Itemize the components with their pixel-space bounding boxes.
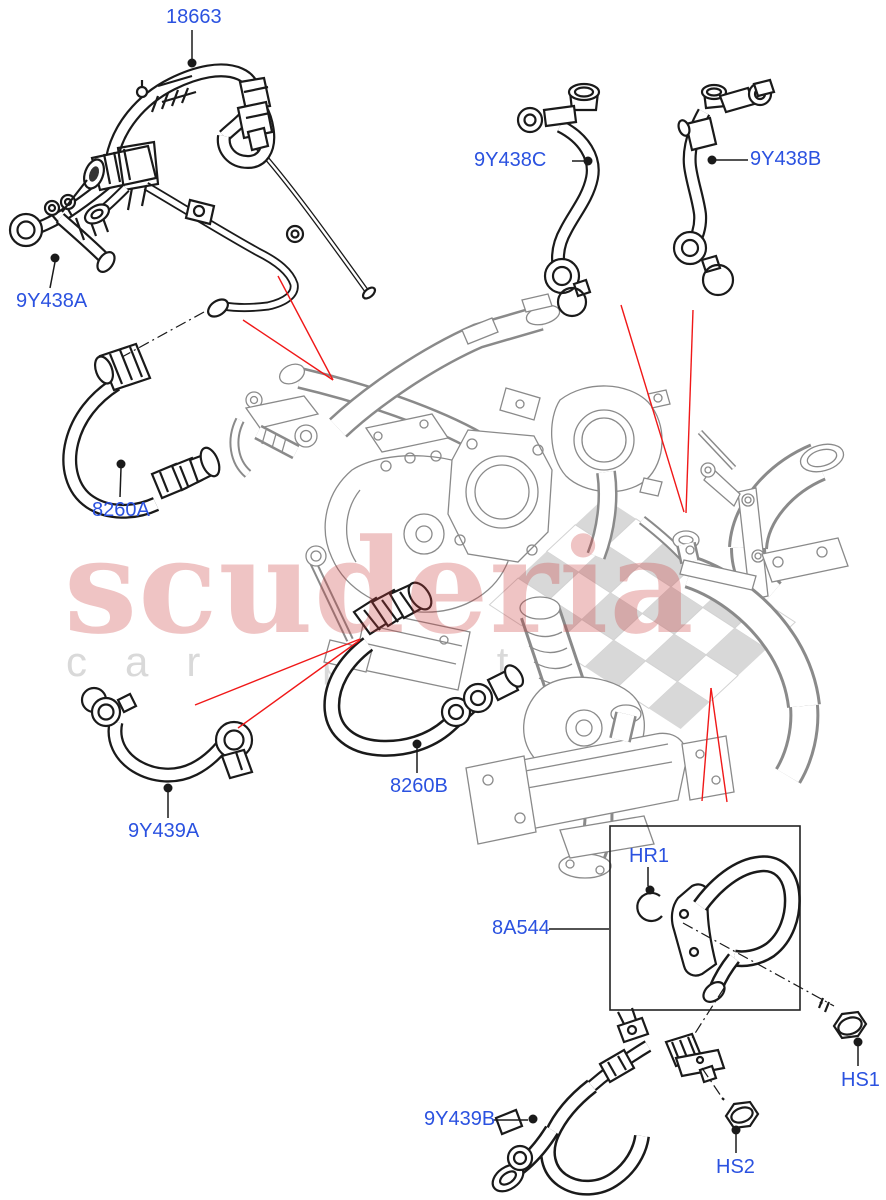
assembly-dash-lines [121,311,835,1097]
dash-dot-line [701,1067,722,1097]
red-leader-line [277,275,334,381]
part-18663-drawing [8,70,377,318]
part-label-18663[interactable]: 18663 [166,6,222,28]
dash-dot-line [121,311,205,358]
part-label-9y438c[interactable]: 9Y438C [474,149,547,171]
red-leader-line [237,639,361,729]
part-8260a-drawing [70,342,221,511]
watermark-tagline: car parts [66,638,605,685]
leader-lines [49,30,863,1153]
part-9y438b-drawing [672,78,776,297]
leader-dot [116,459,126,469]
red-leader-line [710,687,728,803]
leader-dot [163,783,173,793]
engine-assembly-drawing [234,293,849,879]
red-leader-line [685,309,694,514]
part-label-hs2[interactable]: HS2 [716,1156,755,1178]
red-leader-line [194,638,361,706]
red-leader-line [620,304,685,513]
part-8a544-drawing [609,825,801,1011]
leader-dot [583,156,593,166]
part-label-9y438a[interactable]: 9Y438A [16,290,88,312]
leader-dot [528,1114,538,1124]
part-label-8260b[interactable]: 8260B [390,775,448,797]
hs2-bolt [721,1097,760,1130]
dash-dot-line [691,987,725,1039]
hr1-retaining-clip [636,891,663,923]
part-label-8a544[interactable]: 8A544 [492,917,550,939]
leader-dot [187,58,197,68]
part-label-9y439a[interactable]: 9Y439A [128,820,200,842]
leader-dot [50,253,60,263]
part-label-hs1[interactable]: HS1 [841,1069,880,1091]
part-9y439b-drawing [491,1007,648,1197]
part-9y438c-drawing [516,82,601,318]
red-pointer-lines [194,275,728,803]
part-label-9y438b[interactable]: 9Y438B [750,148,822,170]
inset-box [609,825,801,1011]
leader-line [119,467,122,498]
part-9y439a-drawing [80,686,254,778]
leader-dot [707,155,717,165]
leader-line [49,261,56,289]
leader-dot [853,1037,863,1047]
watermark-brand: scuderia [64,510,695,663]
red-leader-line [242,319,334,381]
part-label-9y439b[interactable]: 9Y439B [424,1108,496,1130]
part-8260b-drawing [332,581,525,749]
part-label-hr1[interactable]: HR1 [629,845,670,867]
part-label-8260a[interactable]: 8260A [92,499,150,521]
leader-dot [731,1125,741,1135]
red-leader-line [701,687,712,802]
leader-dot [645,885,655,895]
hs1-bolt [817,997,868,1040]
leader-dot [412,739,422,749]
part-connector-9y439b [664,1032,726,1084]
dash-dot-line [682,922,835,1007]
